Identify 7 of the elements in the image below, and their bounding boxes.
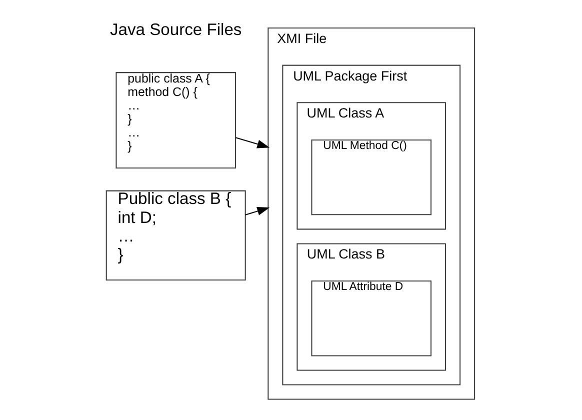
arrow xyxy=(235,137,270,148)
node-box: public class A { method C() { … } … } xyxy=(115,72,236,169)
node-box: UML Attribute D xyxy=(310,280,432,356)
label: Java Source Files xyxy=(109,20,242,40)
node-box: Public class B { int D; … } xyxy=(105,190,246,281)
arrow xyxy=(244,206,270,216)
node-box: UML Method C() xyxy=(310,139,432,216)
